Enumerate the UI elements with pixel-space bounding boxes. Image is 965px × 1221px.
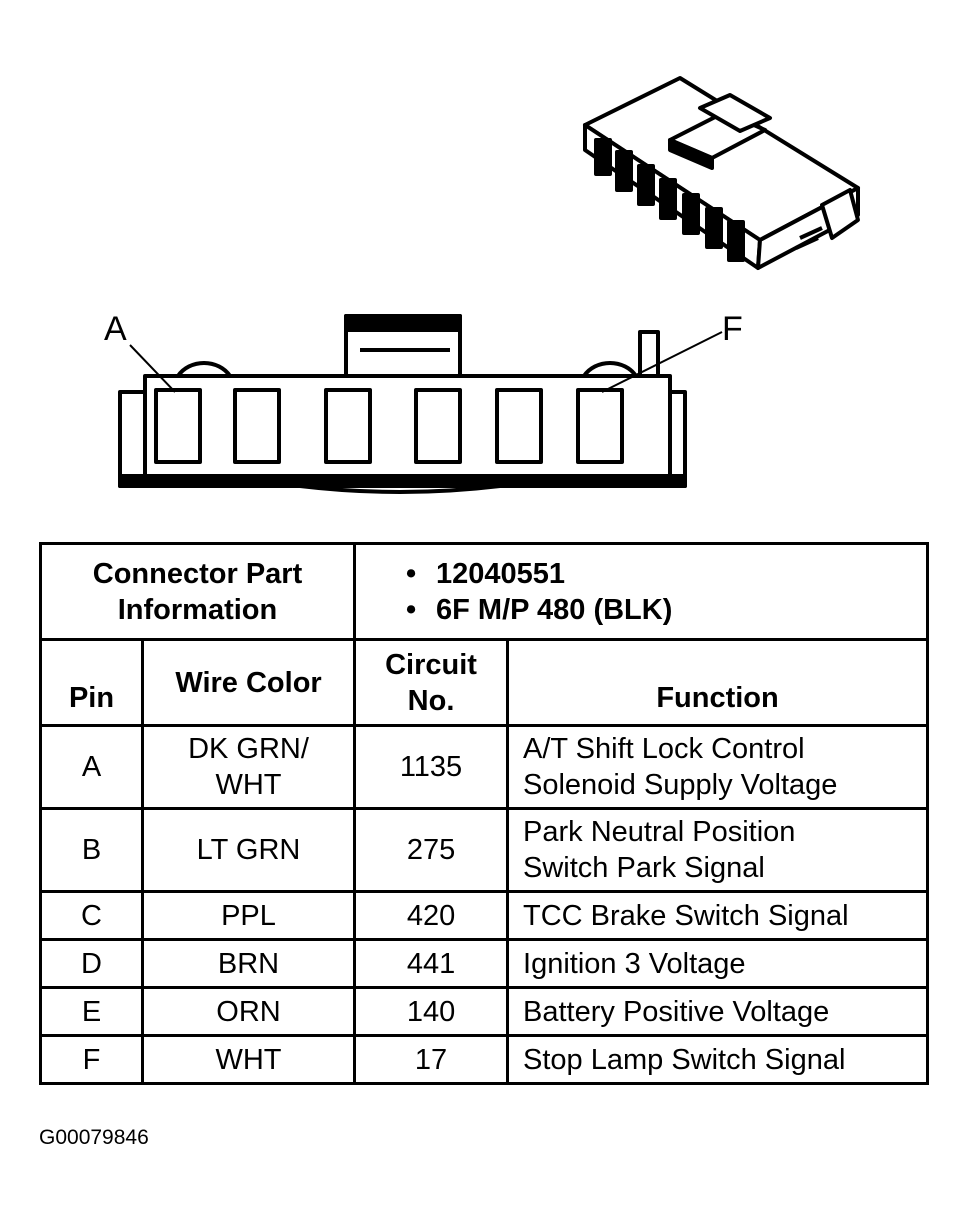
- wire-color-cell: PPL: [140, 890, 357, 941]
- callout-a-label: A: [104, 310, 127, 348]
- table-row: F WHT 17 Stop Lamp Switch Signal: [39, 1034, 930, 1085]
- circuit-cell: 1135: [353, 724, 510, 810]
- connector-diagram: A F: [104, 76, 860, 494]
- table-row: C PPL 420 TCC Brake Switch Signal: [39, 890, 930, 941]
- function-line1: Park Neutral Position: [523, 816, 796, 848]
- part-info-label: Connector Part Information: [38, 542, 357, 641]
- wire-color-cell: ORN: [140, 986, 357, 1037]
- circuit-cell: 441: [353, 938, 510, 989]
- wire-color-cell: BRN: [140, 938, 357, 989]
- table-row: D BRN 441 Ignition 3 Voltage: [39, 938, 930, 989]
- wire-color-cell: DK GRN/ WHT: [140, 724, 357, 810]
- circuit-cell: 275: [353, 807, 510, 893]
- connector-isometric-view: [583, 76, 860, 270]
- connector-front-view: [118, 314, 687, 494]
- connector-description: 6F M/P 480 (BLK): [436, 593, 673, 626]
- pin-cell: D: [39, 938, 144, 989]
- header-circuit-line2: No.: [407, 684, 455, 717]
- callout-f-label: F: [722, 310, 743, 348]
- header-circuit-no: Circuit No.: [353, 638, 510, 727]
- header-circuit-line1: Circuit: [385, 648, 477, 681]
- connector-desc-item: •6F M/P 480 (BLK): [406, 593, 673, 626]
- wire-color-line1: DK GRN/: [188, 733, 309, 765]
- table-row: B LT GRN 275 Park Neutral Position Switc…: [39, 807, 930, 893]
- pin-cell: B: [39, 807, 144, 893]
- pin-cell: C: [39, 890, 144, 941]
- part-info-label-line1: Connector Part: [92, 557, 303, 590]
- function-cell: Park Neutral Position Switch Park Signal: [506, 807, 930, 893]
- table-row: E ORN 140 Battery Positive Voltage: [39, 986, 930, 1037]
- function-line2: Switch Park Signal: [523, 852, 765, 884]
- circuit-cell: 140: [353, 986, 510, 1037]
- function-line1: A/T Shift Lock Control: [523, 733, 805, 765]
- wire-color-line2: WHT: [215, 769, 282, 801]
- wire-color-cell: WHT: [140, 1034, 357, 1085]
- figure-id: G00079846: [39, 1126, 149, 1149]
- function-line2: Solenoid Supply Voltage: [523, 769, 838, 801]
- part-info-label-line2: Information: [117, 593, 278, 626]
- part-number-item: •12040551: [406, 557, 566, 590]
- wire-color-cell: LT GRN: [140, 807, 357, 893]
- part-number: 12040551: [436, 557, 566, 590]
- pin-cell: A: [39, 724, 144, 810]
- header-row: Pin Wire Color Circuit No. Function: [39, 638, 930, 727]
- circuit-cell: 17: [353, 1034, 510, 1085]
- header-wire-color: Wire Color: [140, 638, 357, 727]
- connector-info-table: Connector Part Information •12040551 •6F…: [38, 542, 930, 1085]
- pin-cell: F: [39, 1034, 144, 1085]
- table-row: A DK GRN/ WHT 1135 A/T Shift Lock Contro…: [39, 724, 930, 810]
- circuit-cell: 420: [353, 890, 510, 941]
- pin-cell: E: [39, 986, 144, 1037]
- function-cell: TCC Brake Switch Signal: [506, 890, 930, 941]
- part-info-values: •12040551 •6F M/P 480 (BLK): [353, 542, 930, 641]
- function-cell: Battery Positive Voltage: [506, 986, 930, 1037]
- header-function: Function: [506, 638, 930, 727]
- function-cell: Ignition 3 Voltage: [506, 938, 930, 989]
- function-cell: A/T Shift Lock Control Solenoid Supply V…: [506, 724, 930, 810]
- part-info-row: Connector Part Information •12040551 •6F…: [38, 542, 930, 641]
- function-cell: Stop Lamp Switch Signal: [506, 1034, 930, 1085]
- callout-f-leader: [601, 331, 723, 393]
- header-pin: Pin: [39, 638, 144, 727]
- callout-a-leader: [129, 344, 176, 393]
